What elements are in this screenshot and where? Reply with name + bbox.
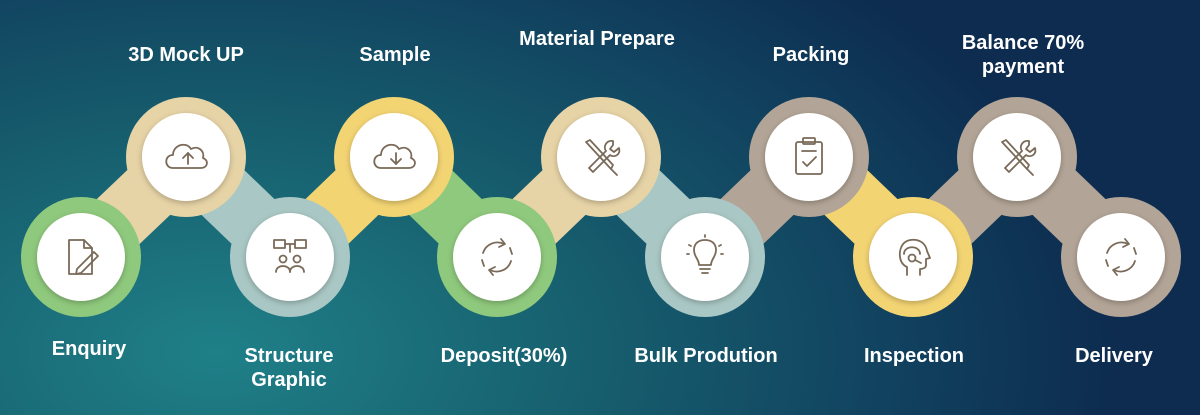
step-label-3d-mock-up: 3D Mock UP	[128, 44, 244, 66]
step-label-balance-payment: Balance 70% payment	[961, 32, 1085, 78]
refresh-cycle-icon	[481, 238, 513, 276]
step-label-enquiry: Enquiry	[51, 338, 127, 360]
step-label-inspection: Inspection	[863, 345, 965, 367]
step-circle	[453, 213, 541, 301]
step-circle	[661, 213, 749, 301]
step-label-structure-graphic: Structure Graphic	[244, 345, 334, 391]
cloud-download-icon	[373, 143, 416, 169]
refresh-cycle-icon	[1105, 238, 1137, 276]
org-chart-people-icon	[273, 239, 307, 273]
step-label-delivery: Delivery	[1075, 345, 1153, 367]
lightbulb-icon	[686, 234, 724, 274]
step-circle	[142, 113, 230, 201]
step-circle	[246, 213, 334, 301]
step-label-bulk-prodution: Bulk Prodution	[634, 345, 778, 367]
step-circle	[869, 213, 957, 301]
clipboard-check-icon	[795, 137, 823, 175]
step-circle	[1077, 213, 1165, 301]
cloud-upload-icon	[165, 143, 208, 169]
step-label-deposit: Deposit(30%)	[440, 345, 568, 367]
tools-icon	[585, 139, 621, 176]
head-headset-icon	[898, 238, 931, 276]
step-circle	[765, 113, 853, 201]
step-circle	[37, 213, 125, 301]
tools-icon	[1001, 139, 1037, 176]
step-label-material-prepare: Material Prepare	[519, 28, 675, 50]
step-label-sample: Sample	[359, 44, 431, 66]
step-label-packing: Packing	[772, 44, 850, 66]
step-circle	[350, 113, 438, 201]
document-pencil-icon	[68, 239, 99, 275]
